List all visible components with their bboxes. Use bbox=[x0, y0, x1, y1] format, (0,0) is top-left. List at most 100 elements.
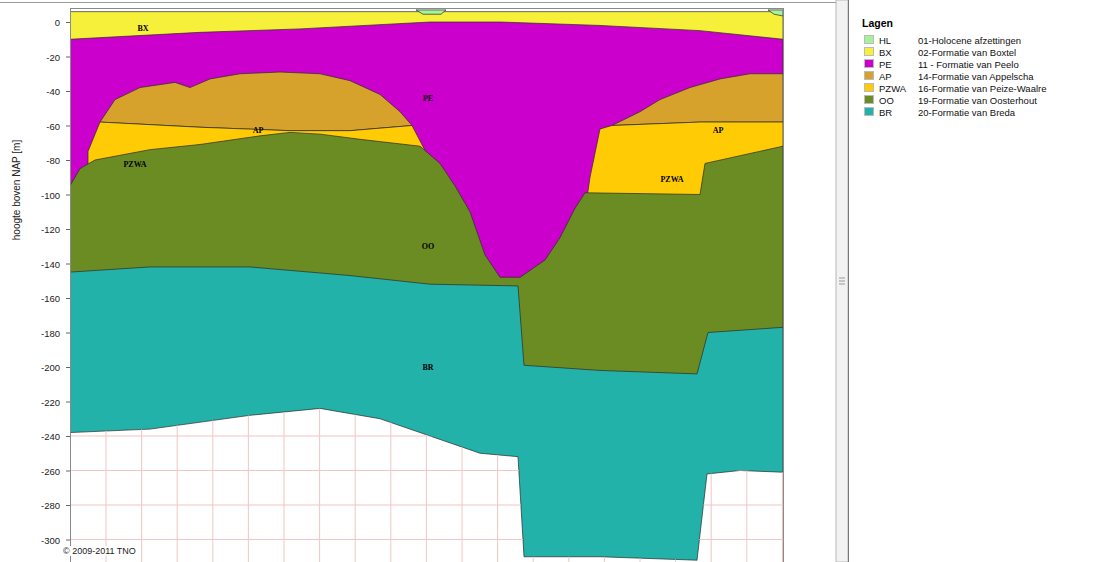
axis-tick-label: -280 bbox=[0, 500, 60, 511]
grid-line bbox=[106, 22, 107, 562]
formation-label: PZWA bbox=[121, 152, 148, 172]
axis-ticks bbox=[66, 23, 70, 541]
grid-line bbox=[497, 22, 498, 562]
grid-line bbox=[426, 22, 427, 562]
tick-mark bbox=[66, 57, 70, 58]
legend-swatch bbox=[864, 35, 874, 44]
axis-tick-label: -160 bbox=[0, 293, 60, 304]
axis-tick-label: -80 bbox=[0, 155, 60, 166]
legend-code: AP bbox=[879, 71, 892, 82]
legend-swatch bbox=[864, 83, 874, 92]
axis-tick-label: 0 bbox=[0, 17, 60, 28]
tick-mark bbox=[66, 91, 70, 92]
formation-code: PE bbox=[423, 94, 433, 103]
grid-line bbox=[70, 91, 783, 92]
tick-mark bbox=[66, 505, 70, 506]
tick-mark bbox=[66, 22, 70, 23]
legend-text: 11 - Formatie van Peelo bbox=[918, 59, 1019, 70]
tick-mark bbox=[66, 540, 70, 541]
axis-title: hoogte boven NAP [m] bbox=[11, 140, 22, 240]
grid-line bbox=[70, 125, 783, 126]
axis-tick-label: -240 bbox=[0, 431, 60, 442]
tick-mark bbox=[66, 471, 70, 472]
formation-label: BX bbox=[135, 16, 150, 36]
legend-swatch bbox=[864, 95, 874, 104]
axis-tick-label: -260 bbox=[0, 465, 60, 476]
legend-text: 16-Formatie van Peize-Waalre bbox=[918, 83, 1046, 94]
legend-text: 14-Formatie van Appelscha bbox=[918, 71, 1034, 82]
legend-code: BR bbox=[879, 107, 892, 118]
grid bbox=[70, 22, 783, 562]
legend-swatch bbox=[864, 59, 874, 68]
formation-code: AP bbox=[713, 126, 724, 135]
formation-code: BX bbox=[137, 24, 148, 33]
tick-mark bbox=[66, 367, 70, 368]
grid-line bbox=[462, 22, 463, 562]
appelscha-layer bbox=[100, 72, 412, 131]
scroll-grip bbox=[839, 284, 845, 285]
formation-label: AP bbox=[251, 118, 266, 138]
grid-line bbox=[604, 22, 605, 562]
legend-swatch bbox=[864, 71, 874, 80]
grid-line bbox=[141, 22, 142, 562]
grid-line bbox=[70, 263, 783, 264]
formation-code: PZWA bbox=[660, 175, 683, 184]
tick-mark bbox=[66, 436, 70, 437]
grid-line bbox=[355, 22, 356, 562]
formation-label: BR bbox=[420, 355, 435, 375]
legend-code: PZWA bbox=[879, 83, 906, 94]
axis-tick-label: -220 bbox=[0, 396, 60, 407]
grid-line bbox=[248, 22, 249, 562]
scroll-grip bbox=[839, 278, 845, 279]
axis-tick-label: -40 bbox=[0, 86, 60, 97]
grid-line bbox=[319, 22, 320, 562]
grid-line bbox=[70, 194, 783, 195]
axis-tick-label: -60 bbox=[0, 120, 60, 131]
legend-text: 19-Formatie van Oosterhout bbox=[918, 95, 1037, 106]
copyright-note: © 2009-2011 TNO bbox=[62, 546, 137, 556]
legend-code: HL bbox=[879, 35, 891, 46]
legend-title: Lagen bbox=[862, 17, 893, 29]
legend-swatch bbox=[864, 47, 874, 56]
tick-mark bbox=[66, 402, 70, 403]
grid-line bbox=[390, 22, 391, 562]
scrollbar bbox=[836, 0, 848, 562]
axis-tick-label: -20 bbox=[0, 51, 60, 62]
axis-tick-label: -140 bbox=[0, 258, 60, 269]
tick-mark bbox=[66, 298, 70, 299]
panel-border bbox=[0, 2, 836, 3]
formation-label: PE bbox=[421, 86, 435, 106]
formation-code: BR bbox=[422, 363, 433, 372]
grid-line bbox=[70, 332, 783, 333]
holocene-patch bbox=[416, 10, 446, 14]
appelscha-layer bbox=[612, 74, 783, 126]
grid-line bbox=[640, 22, 641, 562]
legend-code: OO bbox=[879, 95, 894, 106]
grid-line bbox=[70, 228, 783, 229]
axis-tick-label: -120 bbox=[0, 224, 60, 235]
grid-line bbox=[212, 22, 213, 562]
legend-text: 01-Holocene afzettingen bbox=[918, 35, 1021, 46]
formation-code: PZWA bbox=[123, 160, 146, 169]
formation-label: PZWA bbox=[658, 167, 685, 187]
boxtel-layer bbox=[70, 12, 783, 562]
axis-tick-label: -200 bbox=[0, 362, 60, 373]
grid-line bbox=[70, 160, 783, 161]
tick-mark bbox=[66, 195, 70, 196]
grid-line bbox=[284, 22, 285, 562]
formation-label: OO bbox=[420, 234, 436, 254]
grid-line bbox=[177, 22, 178, 562]
grid-line bbox=[70, 56, 783, 57]
grid-line bbox=[70, 22, 783, 23]
formation-label: AP bbox=[711, 118, 726, 138]
axis-tick-label: -180 bbox=[0, 327, 60, 338]
formation-code: AP bbox=[253, 126, 264, 135]
axis-tick-label: -100 bbox=[0, 189, 60, 200]
panel-divider bbox=[848, 0, 849, 562]
grid-line bbox=[568, 22, 569, 562]
tick-mark bbox=[66, 264, 70, 265]
grid-line bbox=[675, 22, 676, 562]
legend-text: 02-Formatie van Boxtel bbox=[918, 47, 1016, 58]
grid-line bbox=[70, 401, 783, 402]
grid-line bbox=[533, 22, 534, 562]
